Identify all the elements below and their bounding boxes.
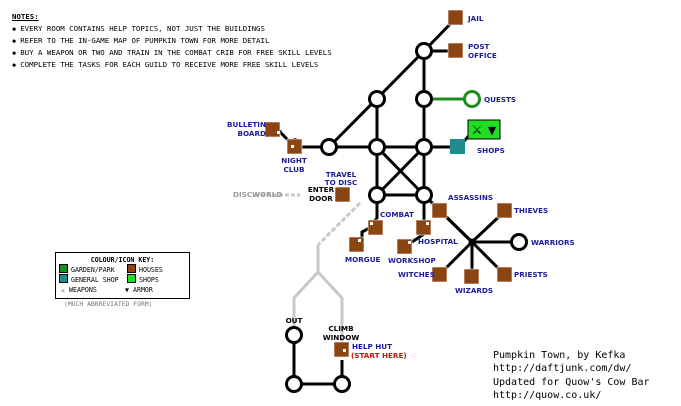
credits-update: Updated for Quow's Cow Bar — [493, 376, 650, 388]
key-shops: SHOPS — [127, 274, 159, 284]
nightclub-house — [286, 138, 303, 155]
key-title: COLOUR/ICON KEY: — [90, 256, 155, 264]
assassins-house — [431, 202, 448, 219]
key-weapons: ⚔WEAPONS — [58, 286, 97, 294]
notes: NOTES: EVERY ROOM CONTAINS HELP TOPICS, … — [12, 11, 332, 71]
label-travel-to-disc: TO DISC — [325, 178, 358, 187]
enter-door-house — [334, 186, 351, 203]
credits-title: Pumpkin Town, by Kefka — [493, 350, 626, 361]
note-item: REFER TO THE IN-GAME MAP OF PUMPKIN TOWN… — [12, 35, 332, 47]
enter-path — [316, 201, 362, 247]
key-garden: GARDEN/PARK — [59, 264, 115, 274]
general-shop — [450, 139, 465, 154]
note-item: EVERY ROOM CONTAINS HELP TOPICS, NOT JUS… — [12, 23, 332, 35]
priests-house — [496, 266, 513, 283]
label-bulletin-board: BULLETIN — [227, 120, 266, 129]
label-hospital: HOSPITAL — [418, 237, 458, 246]
label-morgue: MORGUE — [345, 255, 381, 264]
label-travel-to-disc: TRAVEL — [326, 170, 357, 179]
label-thieves: THIEVES — [514, 206, 548, 215]
junction-node — [320, 138, 338, 156]
label-discworld: DISCWORLD — [233, 190, 282, 199]
label-post-office: OFFICE — [468, 51, 497, 60]
junction-node — [285, 326, 303, 344]
label-jail: JAIL — [467, 14, 484, 23]
junction-node — [415, 90, 433, 108]
houses — [264, 9, 513, 358]
label-combat: COMBAT — [380, 210, 414, 219]
junction-node — [285, 375, 303, 393]
label-wizards: WIZARDS — [455, 286, 493, 295]
label-witches: WITCHES — [398, 270, 435, 279]
post-office-house — [447, 42, 464, 59]
credits: Pumpkin Town, by Kefka http://daftjunk.co… — [493, 349, 650, 403]
junction-node — [368, 138, 386, 156]
junction-node — [415, 42, 433, 60]
label-enter-door: ENTER — [308, 185, 335, 194]
bulletin-board-house — [264, 121, 281, 138]
label-enter-door: DOOR — [309, 194, 333, 203]
label-assassins: ASSASSINS — [448, 193, 493, 202]
label-climb-window: WINDOW — [323, 333, 360, 342]
label-warriors: WARRIORS — [531, 238, 575, 247]
junction-node — [510, 233, 528, 251]
weapons-icon: ⚔ — [61, 286, 65, 294]
label-out: OUT — [286, 316, 303, 325]
door-markers — [277, 131, 429, 352]
shop-swatch — [127, 274, 136, 283]
key-general-shop: GENERAL SHOP — [59, 274, 119, 284]
label-shops: SHOPS — [477, 146, 505, 155]
label-post-office: POST — [468, 42, 490, 51]
label-help-hut: HELP HUT — [352, 342, 392, 351]
note-item: COMPLETE THE TASKS FOR EACH GUILD TO REC… — [12, 59, 332, 71]
colour-icon-key: COLOUR/ICON KEY: GARDEN/PARK HOUSES GENE… — [55, 252, 190, 299]
morgue-house — [348, 236, 365, 253]
climb-path — [316, 270, 344, 345]
grey-paths — [255, 193, 362, 345]
weapons-icon: ⚔ — [472, 123, 483, 137]
black-labels: ENTER DOOR OUT CLIMB WINDOW — [286, 185, 360, 342]
label-workshop: WORKSHOP — [388, 256, 436, 265]
junction-node — [415, 138, 433, 156]
jail-house — [447, 9, 464, 26]
out-path — [292, 245, 320, 328]
abbreviated-note: (MUCH ABBREVIATED FORM) — [64, 300, 153, 308]
credits-link[interactable]: http://quow.co.uk/ — [493, 390, 602, 402]
armor-icon: ▼ — [488, 124, 497, 137]
key-armor: ▼ARMOR — [122, 286, 153, 294]
help-hut-house — [333, 341, 350, 358]
junction-node — [333, 375, 351, 393]
guild-hub-node — [468, 238, 476, 246]
label-nightclub: CLUB — [284, 165, 305, 174]
weapon-armor-shop — [467, 119, 501, 140]
location-labels: JAIL POST OFFICE QUESTS SHOPS BULLETIN B… — [227, 14, 575, 295]
thieves-house — [496, 202, 513, 219]
label-bulletin-board: BOARD — [238, 129, 266, 138]
garden-swatch — [59, 264, 68, 273]
notes-header: NOTES: — [12, 12, 39, 21]
label-nightclub: NIGHT — [281, 156, 307, 165]
general-shop-swatch — [59, 274, 68, 283]
wizards-house — [463, 268, 480, 285]
note-item: BUY A WEAPON OR TWO AND TRAIN IN THE COM… — [12, 47, 331, 59]
house-swatch — [127, 264, 136, 273]
quests-node — [463, 90, 481, 108]
junctions — [285, 42, 528, 393]
label-start-here: (START HERE) — [351, 351, 407, 360]
junction-node — [368, 90, 386, 108]
junction-node — [368, 186, 386, 204]
label-priests: PRIESTS — [514, 270, 548, 279]
witches-house — [431, 266, 448, 283]
armor-icon: ▼ — [125, 286, 129, 294]
label-climb-window: CLIMB — [328, 324, 353, 333]
junction-node — [415, 186, 433, 204]
key-houses: HOUSES — [127, 264, 163, 274]
label-quests: QUESTS — [484, 95, 516, 104]
credits-link[interactable]: http://daftjunk.com/dw/ — [493, 363, 632, 375]
